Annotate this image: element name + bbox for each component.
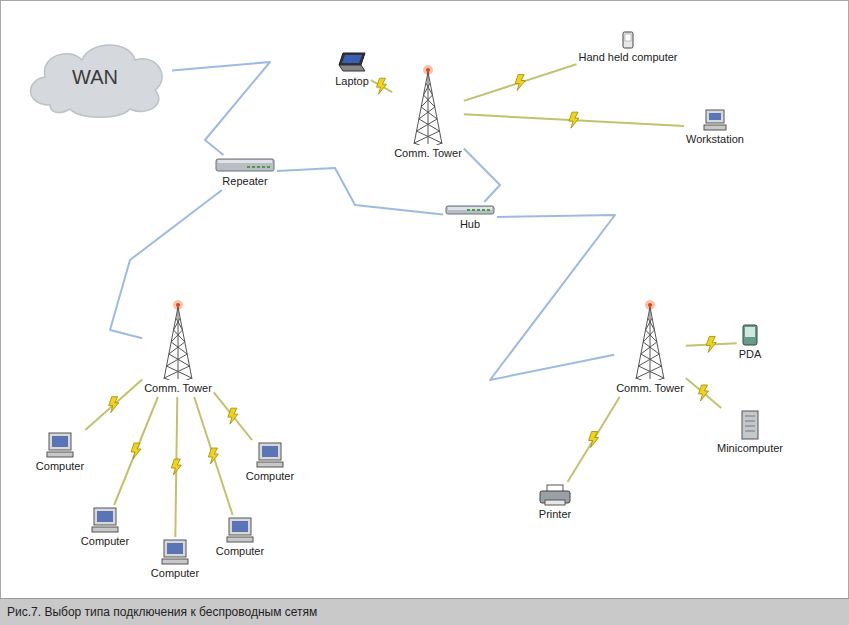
pc-icon	[91, 507, 119, 533]
lightning-symbol	[171, 459, 181, 475]
pc-icon	[256, 442, 284, 468]
node-label: WAN	[72, 65, 118, 89]
network-cloud: WAN	[20, 35, 170, 120]
device-node: Comm. Tower	[394, 65, 462, 160]
lightning-symbol	[569, 112, 579, 128]
cable-link	[172, 62, 270, 155]
device-node: Minicomputer	[717, 410, 783, 455]
node-label: PDA	[739, 348, 762, 361]
node-label: Computer	[151, 567, 199, 580]
wireless-link	[114, 397, 158, 505]
node-label: Comm. Tower	[616, 382, 684, 395]
wireless-link	[686, 378, 721, 408]
node-layer: WAN Hand held computerLaptopComm. Tower Wo…	[0, 0, 849, 598]
node-label: Printer	[539, 508, 571, 521]
device-node: Computer	[36, 432, 84, 473]
tower-icon	[632, 300, 668, 380]
lightning-symbol	[589, 432, 599, 448]
workstation-icon	[703, 109, 727, 131]
device-node: Computer	[216, 517, 264, 558]
lightning-symbol	[699, 385, 709, 401]
pda-icon	[742, 324, 758, 346]
device-node: Hub	[445, 204, 495, 231]
wireless-link	[85, 379, 142, 430]
node-label: Computer	[81, 535, 129, 548]
device-node: Workstation	[686, 109, 744, 146]
pc-icon	[46, 432, 74, 458]
wireless-link	[214, 392, 252, 440]
repeater-icon	[215, 157, 275, 173]
lightning-symbol	[377, 78, 387, 94]
device-node: Laptop	[335, 51, 369, 88]
device-node: Hand held computer	[578, 31, 677, 64]
node-label: Laptop	[335, 75, 369, 88]
node-label: Computer	[246, 470, 294, 483]
printer-icon	[539, 484, 571, 506]
node-label: Repeater	[222, 175, 267, 188]
device-node: Computer	[81, 507, 129, 548]
handheld-icon	[622, 31, 634, 49]
wireless-link	[194, 397, 233, 515]
node-label: Hand held computer	[578, 51, 677, 64]
device-node: Comm. Tower	[616, 300, 684, 395]
lightning-symbol	[228, 408, 238, 424]
lightning-symbol	[515, 75, 525, 91]
node-label: Workstation	[686, 133, 744, 146]
device-node: Comm. Tower	[144, 300, 212, 395]
device-node: Computer	[151, 539, 199, 580]
tower-icon	[410, 65, 446, 145]
mini-icon	[740, 410, 760, 440]
wireless-link	[568, 397, 620, 482]
cable-link	[490, 215, 615, 380]
device-node: Printer	[539, 484, 571, 521]
pc-icon	[226, 517, 254, 543]
node-label: Comm. Tower	[394, 147, 462, 160]
cable-link	[110, 190, 222, 338]
lightning-symbol	[109, 397, 119, 413]
device-node: Repeater	[215, 157, 275, 188]
node-label: Computer	[36, 460, 84, 473]
hub-icon	[445, 204, 495, 216]
node-label: Minicomputer	[717, 442, 783, 455]
node-label: Hub	[460, 218, 480, 231]
cable-link	[277, 168, 443, 215]
figure-caption: Рис.7. Выбор типа подключения к беспрово…	[0, 598, 849, 625]
node-label: Comm. Tower	[144, 382, 212, 395]
pc-icon	[161, 539, 189, 565]
lightning-symbol	[208, 448, 218, 464]
cable-link	[464, 149, 500, 202]
laptop-icon	[337, 51, 367, 73]
device-node: Computer	[246, 442, 294, 483]
lightning-symbol	[706, 336, 716, 352]
wireless-link	[464, 64, 577, 101]
tower-icon	[160, 300, 196, 380]
device-node: PDA	[739, 324, 762, 361]
lightning-symbol	[131, 443, 141, 459]
node-label: Computer	[216, 545, 264, 558]
